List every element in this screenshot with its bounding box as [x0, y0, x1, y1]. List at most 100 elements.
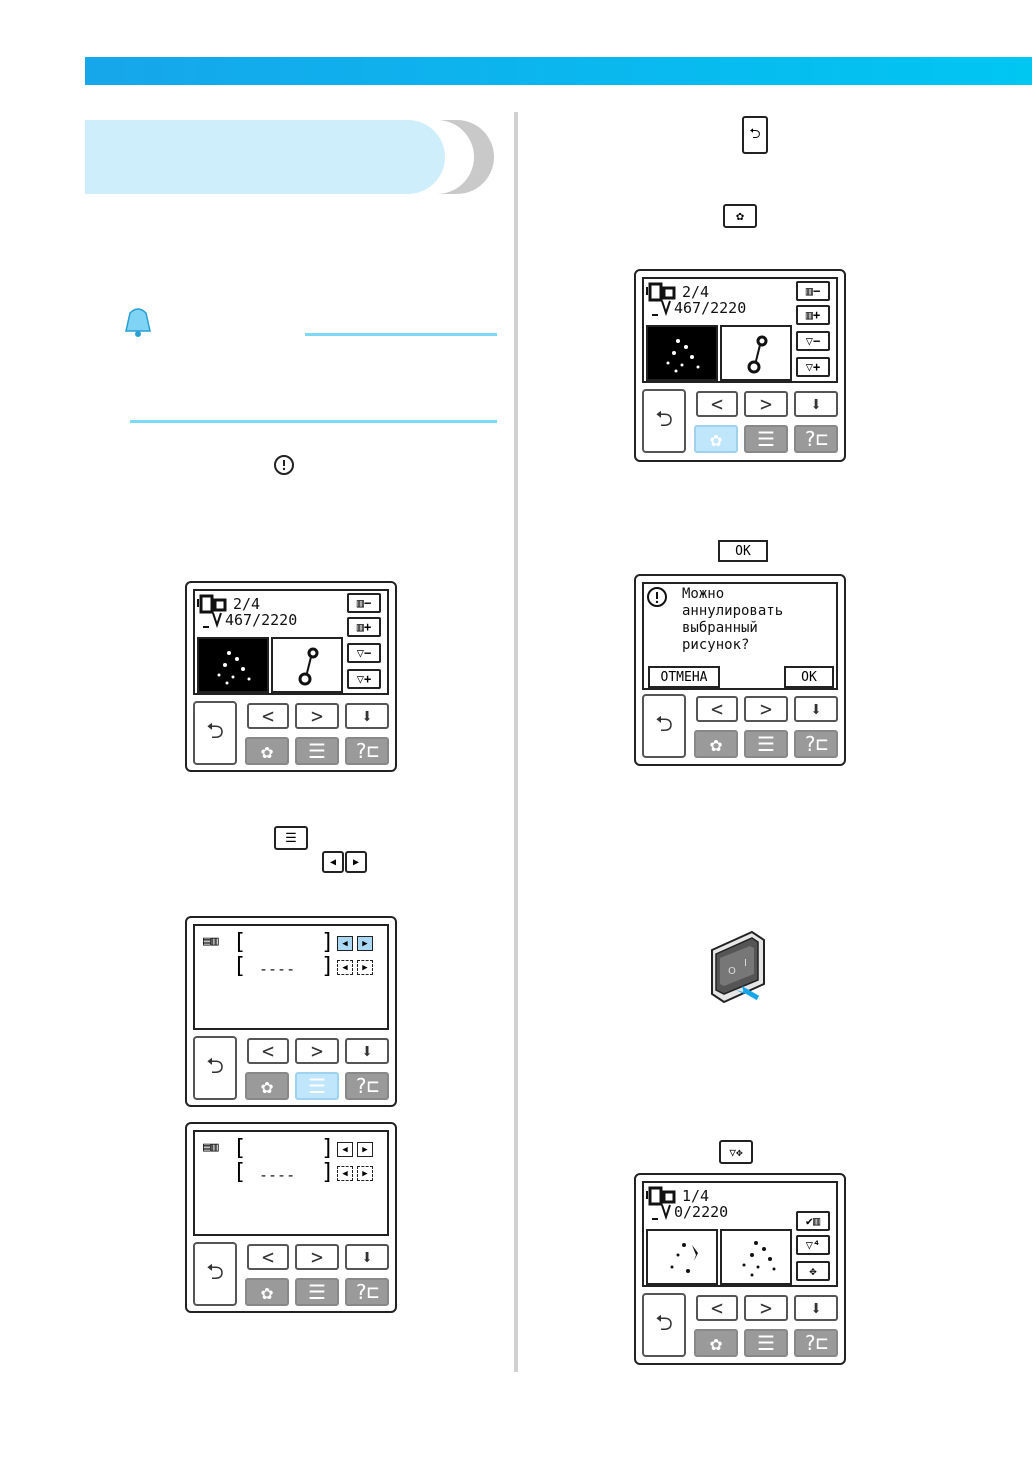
next-key[interactable]: > — [295, 1244, 339, 1270]
embroidery-key[interactable]: ✿ — [245, 1278, 289, 1306]
hoop-icon — [197, 594, 227, 614]
pocket-key[interactable]: ⬇ — [794, 1295, 838, 1321]
pocket-key[interactable]: ⬇ — [345, 703, 389, 729]
settings-inline-icon: ☰ — [274, 826, 308, 850]
settings-page-key[interactable]: ☰ — [744, 730, 788, 758]
prev-key[interactable]: < — [696, 1295, 738, 1321]
pocket-key[interactable]: ⬇ — [345, 1244, 389, 1270]
embroidery-inline-icon: ✿ — [723, 204, 757, 228]
prev-key[interactable]: < — [247, 703, 289, 729]
pocket-key[interactable]: ⬇ — [794, 696, 838, 722]
memo-line-bottom — [130, 420, 497, 423]
help-key-label: ? — [354, 1074, 367, 1098]
move-button[interactable]: ✥ — [796, 1261, 830, 1281]
language-icon: ▤▥ — [203, 1140, 219, 1155]
lcd-screen-pattern-1: 1/4 0/2220 ✔▥ ▽⁴ ✥ ⮌ < > ⬇ ✿ ☰ ?⊏ — [634, 1173, 846, 1365]
stitch-count: 467/2220 — [674, 299, 747, 317]
language-right-arrow[interactable]: ▶ — [357, 936, 373, 951]
column-divider — [514, 112, 518, 1372]
embroidery-key[interactable]: ✿ — [694, 425, 738, 453]
pocket-key[interactable]: ⬇ — [794, 391, 838, 417]
embroidery-key[interactable]: ✿ — [694, 1329, 738, 1357]
stop-icon — [274, 455, 294, 475]
settings-page-key[interactable]: ☰ — [295, 1072, 339, 1100]
settings-page-key[interactable]: ☰ — [744, 425, 788, 453]
next-key[interactable]: > — [744, 696, 788, 722]
option-left-arrow[interactable]: ◀ — [337, 960, 353, 975]
next-key[interactable]: > — [295, 703, 339, 729]
back-key[interactable]: ⮌ — [193, 1242, 237, 1306]
ok-inline-icon: OK — [718, 540, 768, 562]
next-key[interactable]: > — [295, 1038, 339, 1064]
thread-check-button[interactable]: ✔▥ — [796, 1211, 830, 1231]
settings-page-key[interactable]: ☰ — [295, 1278, 339, 1306]
needle-minus-button[interactable]: ▽− — [796, 331, 830, 351]
thread-plus-button[interactable]: ▥+ — [796, 305, 830, 325]
current-pattern-preview — [197, 637, 269, 693]
needle-plus-button[interactable]: ▽+ — [796, 357, 830, 377]
language-left-arrow[interactable]: ◀ — [337, 936, 353, 951]
stitch-count: 0/2220 — [674, 1203, 729, 1221]
option-value: ---- — [259, 1166, 296, 1184]
lcd-display: ▤▥ [ ] ◀ ▶ [ ---- ] ◀ ▶ — [193, 924, 389, 1030]
embroidery-key[interactable]: ✿ — [245, 1072, 289, 1100]
language-icon: ▤▥ — [203, 934, 219, 949]
back-key[interactable]: ⮌ — [193, 1036, 237, 1100]
option-right-arrow[interactable]: ▶ — [357, 1166, 373, 1181]
lcd-screen-language-selected: ▤▥ [ ] ◀ ▶ [ ---- ] ◀ ▶ ⮌ < > ⬇ ✿ ☰ ?⊏ — [185, 916, 397, 1107]
pocket-key[interactable]: ⬇ — [345, 1038, 389, 1064]
language-right-arrow[interactable]: ▶ — [357, 1142, 373, 1157]
embroidery-key[interactable]: ✿ — [694, 730, 738, 758]
option-value: ---- — [259, 960, 296, 978]
next-pattern-preview — [720, 1229, 792, 1285]
warning-icon — [647, 587, 667, 607]
bracket-close-2: ] — [321, 954, 335, 979]
color-count: 1/4 — [682, 1187, 710, 1205]
lcd-display: ▤▥ [ ] ◀ ▶ [ ---- ] ◀ ▶ — [193, 1130, 389, 1236]
needle-plus-button[interactable]: ▽+ — [347, 669, 381, 689]
thread-plus-button[interactable]: ▥+ — [347, 617, 381, 637]
language-left-arrow[interactable]: ◀ — [337, 1142, 353, 1157]
option-left-arrow[interactable]: ◀ — [337, 1166, 353, 1181]
back-key[interactable]: ⮌ — [642, 389, 686, 453]
next-key[interactable]: > — [744, 1295, 788, 1321]
needle-icon — [652, 1204, 671, 1221]
next-pattern-preview — [720, 325, 792, 381]
help-key[interactable]: ?⊏ — [345, 737, 389, 765]
prev-key[interactable]: < — [247, 1244, 289, 1270]
thread-minus-button[interactable]: ▥− — [796, 281, 830, 301]
svg-text:I: I — [744, 958, 747, 969]
color-count: 2/4 — [682, 283, 710, 301]
svg-text:O: O — [728, 966, 736, 977]
next-key[interactable]: > — [744, 391, 788, 417]
dialog-message: Можно аннулировать выбранный рисунок? — [682, 586, 784, 653]
stitch-count: 467/2220 — [225, 611, 298, 629]
back-key[interactable]: ⮌ — [642, 694, 686, 758]
needle-start-button[interactable]: ▽⁴ — [796, 1235, 830, 1255]
back-key[interactable]: ⮌ — [193, 701, 237, 765]
bracket-open-2: [ — [233, 1160, 247, 1185]
option-right-arrow[interactable]: ▶ — [357, 960, 373, 975]
prev-key[interactable]: < — [696, 391, 738, 417]
power-switch-icon: O I — [711, 930, 765, 1004]
ok-button[interactable]: OK — [784, 666, 834, 688]
next-pattern-preview — [271, 637, 343, 693]
lcd-screen-pattern-2-embroidery: 2/4 467/2220 ▥− ▥+ ▽− ▽+ ⮌ < > ⬇ ✿ ☰ ?⊏ — [634, 269, 846, 462]
help-key[interactable]: ?⊏ — [794, 425, 838, 453]
prev-key[interactable]: < — [696, 696, 738, 722]
color-count: 2/4 — [233, 595, 261, 613]
lcd-screen-cancel-dialog: Можно аннулировать выбранный рисунок? ОТ… — [634, 574, 846, 766]
needle-minus-button[interactable]: ▽− — [347, 643, 381, 663]
help-key[interactable]: ?⊏ — [345, 1072, 389, 1100]
embroidery-key[interactable]: ✿ — [245, 737, 289, 765]
prev-key[interactable]: < — [247, 1038, 289, 1064]
bracket-open: [ — [233, 1136, 247, 1161]
back-key[interactable]: ⮌ — [642, 1293, 686, 1357]
settings-page-key[interactable]: ☰ — [295, 737, 339, 765]
cancel-button[interactable]: ОТМЕНА — [648, 666, 720, 688]
thread-minus-button[interactable]: ▥− — [347, 593, 381, 613]
settings-page-key[interactable]: ☰ — [744, 1329, 788, 1357]
help-key[interactable]: ?⊏ — [345, 1278, 389, 1306]
help-key[interactable]: ?⊏ — [794, 730, 838, 758]
help-key[interactable]: ?⊏ — [794, 1329, 838, 1357]
